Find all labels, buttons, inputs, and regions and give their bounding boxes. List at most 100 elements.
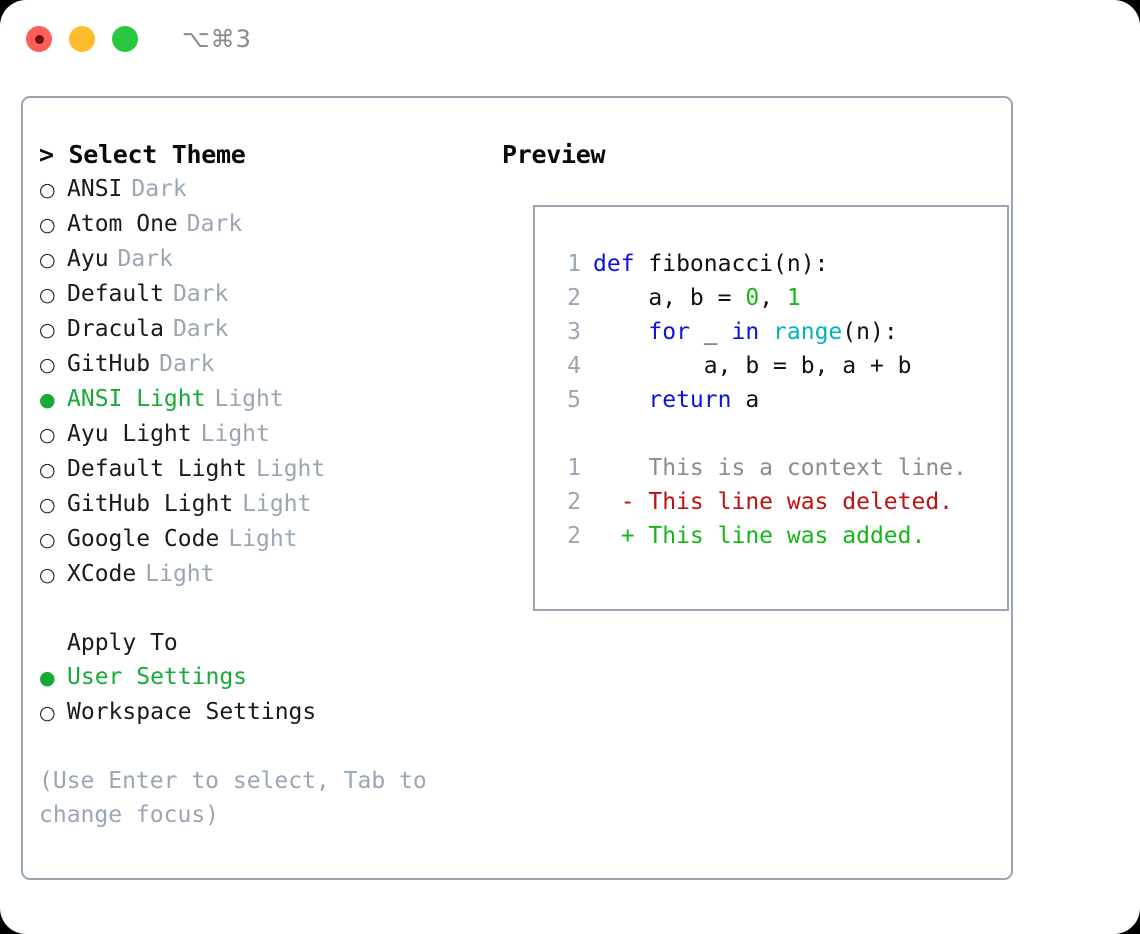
- radio-unselected-icon: ○: [39, 564, 56, 586]
- radio-unselected-icon: ○: [39, 249, 56, 271]
- minimize-button[interactable]: [69, 26, 95, 52]
- theme-option-kind: Light: [242, 491, 312, 517]
- code-token: in: [731, 319, 760, 345]
- code-line-number: 2: [567, 285, 581, 311]
- code-token: ,: [759, 285, 787, 311]
- radio-unselected-icon: ○: [39, 354, 56, 376]
- apply-to-option-label: User Settings: [67, 664, 248, 690]
- apply-to-list: ● User Settings ○Workspace Settings: [39, 660, 479, 730]
- diff-line: 2 + This line was added.: [551, 519, 1007, 553]
- radio-selected-icon: ●: [39, 667, 56, 689]
- code-token: a, b =: [593, 285, 746, 311]
- theme-option-kind: Dark: [186, 211, 243, 237]
- theme-option-label: ANSI Light: [67, 386, 206, 412]
- code-token: def: [593, 251, 649, 277]
- theme-option-label: Google Code: [67, 526, 220, 552]
- code-line-text: for _ in range(n):: [593, 315, 898, 349]
- code-line: 2 a, b = 0, 1: [551, 281, 1007, 315]
- theme-option-kind: Light: [214, 386, 284, 412]
- theme-option-kind: Dark: [172, 316, 229, 342]
- theme-option-github-light[interactable]: ○ GitHub Light Light: [39, 487, 479, 522]
- close-dot-icon: [34, 34, 44, 44]
- theme-option-kind: Dark: [172, 281, 229, 307]
- code-token: for: [648, 319, 690, 345]
- code-line: 4 a, b = b, a + b: [551, 349, 1007, 383]
- spacer: [551, 417, 1007, 451]
- theme-option-kind: Light: [256, 456, 326, 482]
- code-line-number: 3: [567, 319, 581, 345]
- code-token: [593, 387, 648, 413]
- diff-line-number: 2: [567, 523, 581, 549]
- apply-to-label: Apply To: [67, 630, 178, 656]
- diff-lines: 1 This is a context line.2 - This line w…: [551, 451, 1007, 553]
- theme-option-label: GitHub Light: [67, 491, 234, 517]
- diff-line: 2 - This line was deleted.: [551, 485, 1007, 519]
- title-bar: ⌥⌘3: [0, 0, 1140, 78]
- diff-line-number: 2: [567, 489, 581, 515]
- spacer: [39, 592, 479, 626]
- theme-option-label: Default Light: [67, 456, 248, 482]
- code-line-text: return a: [593, 383, 759, 417]
- code-token: 0: [745, 285, 760, 311]
- theme-option-label: ANSI: [67, 176, 123, 202]
- maximize-button[interactable]: [112, 26, 138, 52]
- code-line-text: a, b = 0, 1: [593, 281, 801, 315]
- theme-option-kind: Dark: [117, 246, 173, 272]
- theme-option-label: Ayu: [67, 246, 109, 272]
- theme-option-label: Default: [67, 281, 164, 307]
- apply-to-option-label: Workspace Settings: [67, 699, 317, 725]
- theme-option-kind: Light: [145, 561, 215, 587]
- code-line-text: a, b = b, a + b: [593, 349, 912, 383]
- diff-line-text: - This line was deleted.: [593, 489, 954, 515]
- code-token: _: [689, 319, 732, 345]
- code-line: 5 return a: [551, 383, 1007, 417]
- code-line-number: 4: [567, 353, 581, 379]
- code-line: 3 for _ in range(n):: [551, 315, 1007, 349]
- spacer: [39, 730, 479, 764]
- code-token: 1: [786, 285, 801, 311]
- code-line-number: 5: [567, 387, 581, 413]
- radio-unselected-icon: ○: [39, 529, 56, 551]
- theme-option-ayu[interactable]: ○ Ayu Dark: [39, 242, 479, 277]
- diff-line-text: This is a context line.: [593, 455, 967, 481]
- preview-heading: Preview: [502, 140, 606, 169]
- apply-to-option-workspace-settings[interactable]: ○Workspace Settings: [39, 695, 479, 730]
- code-line-number: 1: [567, 251, 581, 277]
- theme-option-google-code[interactable]: ○ Google Code Light: [39, 522, 479, 557]
- select-theme-heading: > Select Theme: [39, 140, 246, 169]
- code-token: a, b = b, a + b: [593, 353, 912, 379]
- theme-option-label: Atom One: [67, 211, 178, 237]
- close-button[interactable]: [26, 26, 52, 52]
- code-token: [759, 319, 773, 345]
- code-token: (n):: [842, 319, 898, 345]
- theme-option-default[interactable]: ○ Default Dark: [39, 277, 479, 312]
- theme-option-label: XCode: [67, 561, 137, 587]
- traffic-lights: [26, 26, 138, 52]
- radio-unselected-icon: ○: [39, 284, 56, 306]
- keyboard-hint-text: (Use Enter to select, Tab to change focu…: [39, 768, 441, 828]
- theme-option-kind: Light: [200, 421, 270, 447]
- radio-unselected-icon: ○: [39, 179, 56, 201]
- code-token: a: [731, 387, 760, 413]
- apply-to-option-user-settings[interactable]: ● User Settings: [39, 660, 479, 695]
- theme-option-label: Dracula: [67, 316, 164, 342]
- radio-unselected-icon: ○: [39, 459, 56, 481]
- theme-option-xcode[interactable]: ○ XCode Light: [39, 557, 479, 592]
- theme-option-kind: Light: [228, 526, 298, 552]
- radio-unselected-icon: ○: [39, 494, 56, 516]
- theme-option-default-light[interactable]: ○ Default Light Light: [39, 452, 479, 487]
